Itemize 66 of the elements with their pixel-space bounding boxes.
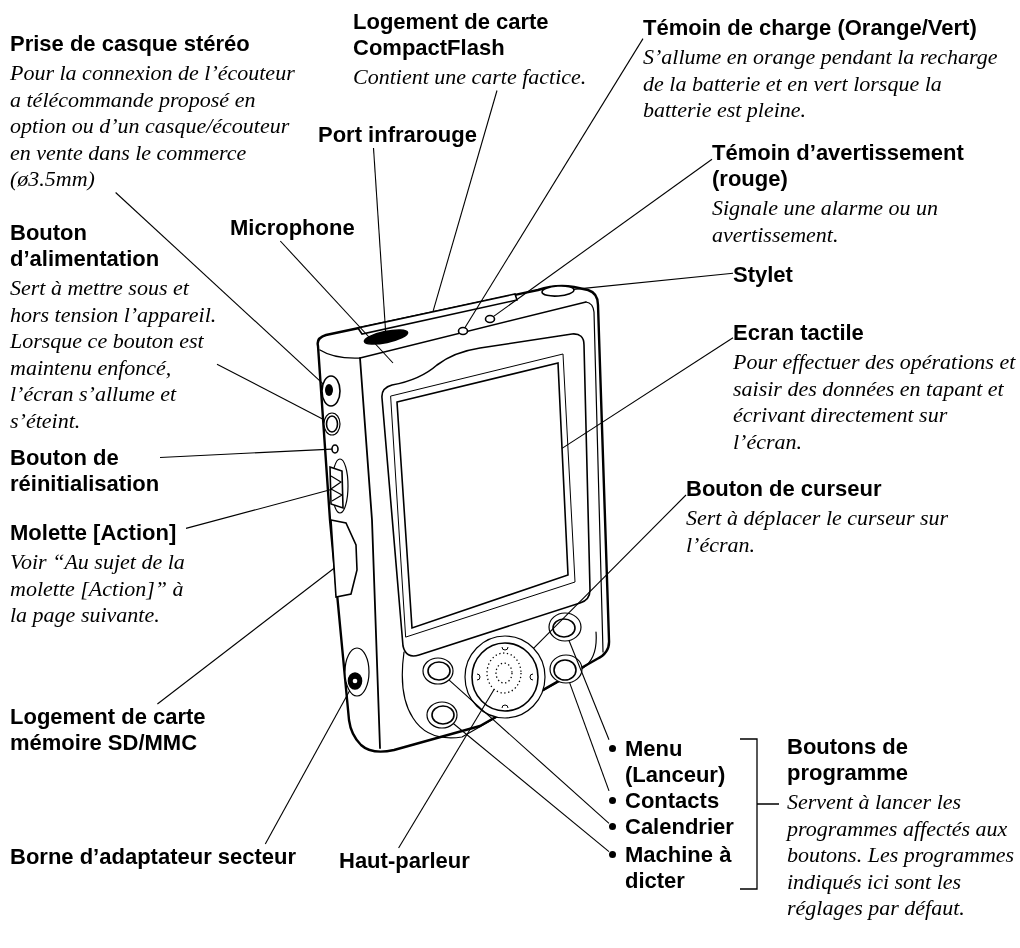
leader-line xyxy=(573,272,734,290)
reset-hole xyxy=(331,444,339,454)
part-label: Bouton d’alimentation xyxy=(10,220,160,272)
leader-line xyxy=(464,38,644,329)
indicator-light xyxy=(484,314,496,324)
part-label: Menu (Lanceur) xyxy=(625,736,726,788)
indicator-light xyxy=(457,326,469,336)
leader-line xyxy=(432,89,498,313)
leader-line xyxy=(156,567,335,705)
part-label: Microphone xyxy=(230,215,356,241)
part-description: Voir “Au sujet de la molette [Action]” à la page suivante. xyxy=(10,549,186,629)
leader-line xyxy=(279,240,394,364)
touch-screen xyxy=(396,362,569,630)
part-label: Témoin d’avertissement (rouge) xyxy=(712,140,965,192)
leader-line xyxy=(492,158,713,318)
power-jack xyxy=(344,647,370,697)
part-description: S’allume en orange pendant la recharge de la batterie et en vert lorsque la batterie est pleine. xyxy=(643,44,999,124)
part-label: Prise de casque stéréo xyxy=(10,31,251,57)
jog-dial xyxy=(329,458,349,514)
leader-line xyxy=(372,147,387,333)
program-button xyxy=(549,654,583,684)
part-label: Logement de carte mémoire SD/MMC xyxy=(10,704,207,756)
part-description: Pour la connexion de l’écouteur a télécommande proposé en option ou d’un casque/écouteur en vente dans le commerce (ø3.5mm) xyxy=(10,60,296,193)
part-label: Stylet xyxy=(733,262,794,288)
leader-line xyxy=(159,448,333,459)
part-label: Bouton de réinitialisation xyxy=(10,445,160,497)
part-description: Servent à lancer les programmes affectés aux boutons. Les programmes indiqués ici sont les réglages par défaut. xyxy=(787,789,1015,922)
part-label: Logement de carte CompactFlash xyxy=(353,9,550,61)
part-label: Machine à dicter xyxy=(625,842,732,894)
part-label: Calendrier xyxy=(625,814,735,840)
part-label: Ecran tactile xyxy=(733,320,865,346)
part-label: Témoin de charge (Orange/Vert) xyxy=(643,15,978,41)
card-slot xyxy=(356,293,519,335)
part-label: Molette [Action] xyxy=(10,520,177,546)
part-label: Bouton de curseur xyxy=(686,476,883,502)
part-description: Pour effectuer des opérations et saisir des données en tapant et écrivant directement sur l’écran. xyxy=(733,349,1016,455)
part-label: Borne d’adaptateur secteur xyxy=(10,844,297,870)
leader-line xyxy=(532,494,687,649)
stylus-top xyxy=(541,285,575,297)
part-description: Signale une alarme ou un avertissement. xyxy=(712,195,939,248)
leader-line xyxy=(568,639,610,741)
headphone-jack xyxy=(321,375,341,407)
part-description: Sert à déplacer le curseur sur l’écran. xyxy=(686,505,949,558)
program-button xyxy=(426,701,458,729)
card-slot-cover xyxy=(330,519,358,598)
part-label: Contacts xyxy=(625,788,720,814)
leader-line xyxy=(569,682,610,792)
part-label: Boutons de programme xyxy=(787,734,909,786)
leader-line xyxy=(398,688,495,849)
part-label: Haut-parleur xyxy=(339,848,471,874)
leader-line xyxy=(264,690,351,845)
leader-line xyxy=(115,191,324,385)
infrared-port xyxy=(363,329,409,345)
leader-line xyxy=(561,337,734,449)
part-label: Port infrarouge xyxy=(318,122,478,148)
program-button xyxy=(422,657,454,685)
part-description: Sert à mettre sous et hors tension l’appareil. Lorsque ce bouton est maintenu enfoncé, l’écran s’allume et s’éteint. xyxy=(10,275,217,434)
part-description: Contient une carte factice. xyxy=(353,64,587,91)
leader-line xyxy=(448,679,610,824)
speaker-grille xyxy=(486,652,522,694)
leader-line xyxy=(185,488,333,529)
cursor-pad xyxy=(464,635,546,719)
leader-line xyxy=(216,363,326,421)
power-button xyxy=(323,412,341,436)
program-button xyxy=(548,612,582,642)
leader-line xyxy=(452,722,610,853)
